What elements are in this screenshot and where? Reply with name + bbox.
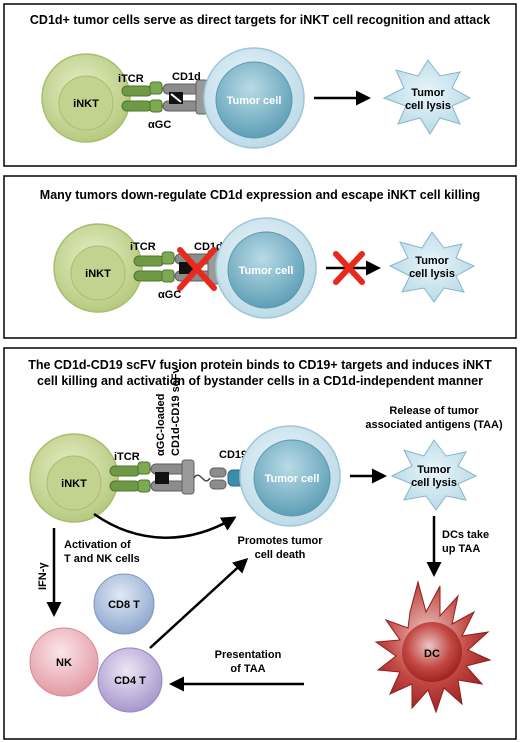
inkt-label-2: iNKT [85, 268, 111, 280]
promotes-label-1: Promotes tumor [238, 535, 324, 547]
itcr-receptor-2 [133, 251, 175, 283]
tumor-cell-label-2: Tumor cell [239, 265, 294, 277]
inkt-label: iNKT [73, 98, 99, 110]
itcr-receptor-3 [109, 461, 151, 493]
panel-3-title-1: The CD1d-CD19 scFV fusion protein binds … [28, 358, 492, 372]
agc-label-2: αGC [158, 289, 181, 301]
cd1d-cd19-fusion [150, 459, 227, 495]
cd8-cell: CD8 T [93, 573, 155, 635]
dc-cell: DC [374, 580, 492, 714]
cd8-label: CD8 T [108, 599, 140, 611]
lysis-label-2a: Tumor [415, 255, 449, 267]
cd4-cell: CD4 T [97, 647, 163, 713]
inkt-cell-2: iNKT [53, 223, 143, 313]
itcr-label-2: iTCR [130, 241, 156, 253]
arrow-inkt-to-tumor [93, 512, 237, 539]
activation-label-2: T and NK cells [64, 553, 140, 565]
cd1d-cross [177, 247, 217, 291]
nk-label: NK [56, 657, 72, 669]
itcr-receptor [121, 81, 163, 113]
cd19-label: CD19 [219, 449, 247, 461]
lysis-label-3b: cell lysis [411, 477, 457, 489]
panel-3-title-2: cell killing and activation of bystander… [37, 374, 483, 388]
presentation-label-2: of TAA [230, 663, 265, 675]
agc-label: αGC [148, 119, 171, 131]
lysis-label-1: Tumor [411, 87, 445, 99]
ifn-label: IFN-γ [37, 562, 49, 590]
agc-loaded-label-1: αGC-loaded [155, 394, 167, 456]
tumor-cell-label: Tumor cell [227, 95, 282, 107]
arrow-cross [333, 251, 365, 285]
agc-loaded-label-2: CD1d-CD19 scFv [170, 366, 182, 456]
tumor-cell-2: Tumor cell [215, 217, 317, 319]
tumor-lysis-2: Tumor cell lysis [388, 231, 476, 303]
tumor-cell-label-3: Tumor cell [265, 473, 320, 485]
lysis-label-2: cell lysis [405, 100, 451, 112]
dc-label: DC [424, 648, 440, 660]
lysis-label-2b: cell lysis [409, 268, 455, 280]
release-label-1: Release of tumor [389, 405, 479, 417]
promotes-label-2: cell death [255, 549, 306, 561]
tumor-cell-3: Tumor cell [239, 425, 341, 527]
arrow-tcells-to-tumor [149, 557, 249, 649]
inkt-cell-3: iNKT [29, 433, 119, 523]
release-label-2: associated antigens (TAA) [365, 419, 503, 431]
nk-cell: NK [29, 627, 99, 697]
activation-label-1: Activation of [64, 539, 131, 551]
tumor-cell: Tumor cell [203, 47, 305, 149]
tumor-lysis: Tumor cell lysis [382, 59, 472, 135]
cd1d-label: CD1d [172, 71, 201, 83]
cd4-label: CD4 T [114, 675, 146, 687]
inkt-cell: iNKT [41, 53, 131, 143]
dcs-label-1: DCs take [442, 529, 489, 541]
itcr-label: iTCR [118, 73, 144, 85]
panel-2-title: Many tumors down-regulate CD1d expressio… [40, 188, 480, 202]
tumor-lysis-3: Tumor cell lysis [390, 439, 478, 511]
lysis-label-3a: Tumor [417, 464, 451, 476]
panel-1-title: CD1d+ tumor cells serve as direct target… [30, 13, 490, 27]
dcs-label-2: up TAA [442, 543, 480, 555]
itcr-label-3: iTCR [114, 451, 140, 463]
presentation-label-1: Presentation [215, 649, 282, 661]
inkt-label-3: iNKT [61, 478, 87, 490]
